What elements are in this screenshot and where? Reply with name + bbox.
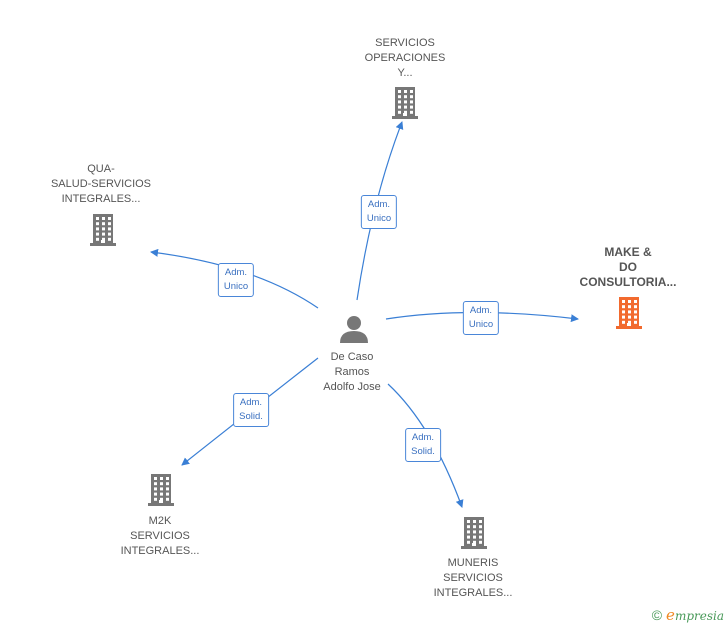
edge-label-line: Adm. [411,432,435,443]
edge-label-servicios-operaciones[interactable]: Adm. Unico [360,195,398,229]
company-name-line: SALUD-SERVICIOS [50,178,152,190]
edge-label-make-do[interactable]: Adm. Unico [462,301,500,335]
person-name-line: Ramos [334,366,370,378]
person-name-line: Adolfo Jose [323,381,381,393]
edge-label-line: Adm. [239,397,263,408]
footer-brand: ©empresia [652,606,724,624]
company-label-servicios-operaciones[interactable]: SERVICIOS OPERACIONES Y... [365,36,446,81]
company-name-line: INTEGRALES... [61,193,141,205]
person-name-line: De Caso [330,351,374,363]
company-name-line: SERVICIOS [375,37,435,49]
edge-label-line: Unico [223,281,249,292]
company-name-line: MAKE & [604,245,652,259]
company-name-line: DO [618,260,637,274]
edge-label-muneris[interactable]: Adm. Solid. [405,428,441,462]
company-name-line: INTEGRALES... [433,587,513,599]
company-name-line: SERVICIOS [443,572,503,584]
company-label-qua-salud[interactable]: QUA- SALUD-SERVICIOS INTEGRALES... [51,162,151,207]
company-name-line: OPERACIONES [364,52,446,64]
building-icon-m2k[interactable] [148,474,174,506]
company-name-line: CONSULTORIA... [579,275,677,289]
brand-initial: e [666,606,675,624]
edge-label-m2k[interactable]: Adm. Solid. [233,393,269,427]
company-name-line: M2K [148,515,172,527]
person-icon[interactable] [340,316,368,343]
edge-label-line: Adm. [224,267,248,278]
company-name-line: Y... [397,67,413,79]
building-icon-qua-salud[interactable] [90,214,116,246]
edge-label-line: Solid. [239,411,263,422]
building-icon-make-do[interactable] [616,297,642,329]
company-label-m2k[interactable]: M2K SERVICIOS INTEGRALES... [121,514,200,559]
edge-label-qua-salud[interactable]: Adm. Unico [217,263,255,297]
edge-label-line: Unico [468,319,494,330]
building-icon-servicios-operaciones[interactable] [392,87,418,119]
company-name-line: SERVICIOS [130,530,190,542]
edge-label-line: Adm. [367,199,391,210]
edge-label-line: Solid. [411,446,435,457]
brand-name: mpresia [674,609,724,623]
company-name-line: QUA- [87,163,115,175]
company-name-line: INTEGRALES... [120,545,200,557]
company-name-line: MUNERIS [447,557,499,569]
building-icon-muneris[interactable] [461,517,487,549]
edge-label-line: Unico [366,213,392,224]
edge-label-line: Adm. [469,305,493,316]
copyright-icon: © [651,607,663,623]
company-label-muneris[interactable]: MUNERIS SERVICIOS INTEGRALES... [434,556,513,601]
